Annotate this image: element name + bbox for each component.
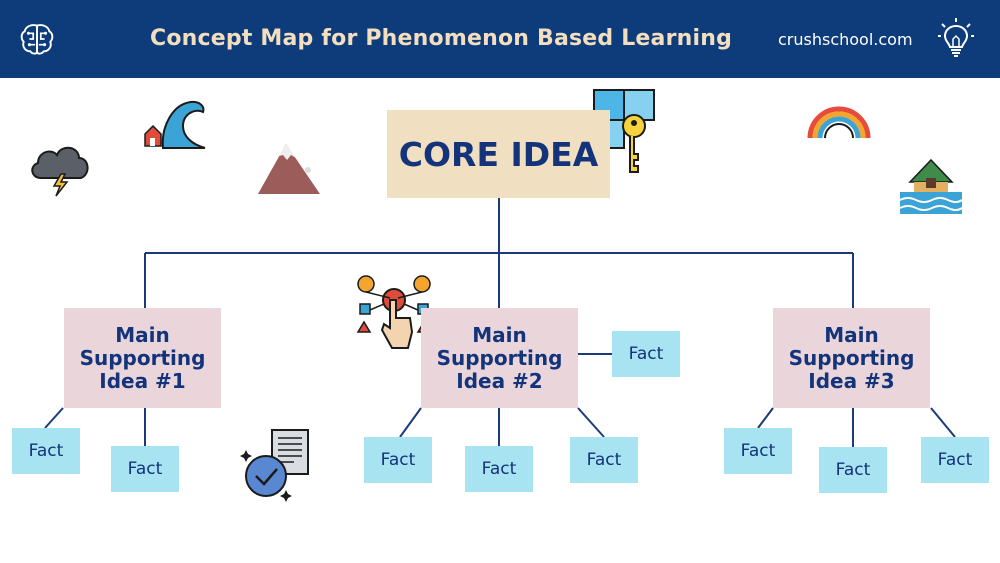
main-idea-3-label: Main Supporting Idea #3 <box>788 322 915 393</box>
main-idea-1-label: Main Supporting Idea #1 <box>79 322 206 393</box>
lightbulb-icon <box>938 18 974 57</box>
page-title: Concept Map for Phenomenon Based Learnin… <box>150 26 733 51</box>
fact-label: Fact <box>28 441 64 461</box>
fact-box: Fact <box>819 447 887 493</box>
main-idea-2-label: Main Supporting Idea #2 <box>436 322 563 393</box>
mountain-icon <box>258 144 320 194</box>
document-checkmark-icon <box>240 429 309 502</box>
fact-label: Fact <box>481 459 517 479</box>
fact-box: Fact <box>12 428 80 474</box>
fact-label: Fact <box>380 450 416 470</box>
main-idea-1-box: Main Supporting Idea #1 <box>64 308 221 408</box>
fact-box: Fact <box>570 437 638 483</box>
connector-idea3-fact3 <box>930 407 956 438</box>
fact-box: Fact <box>921 437 989 483</box>
tsunami-wave-icon <box>144 100 206 149</box>
connector-idea3-fact1 <box>757 407 774 429</box>
fact-label: Fact <box>127 459 163 479</box>
fact-label: Fact <box>740 441 776 461</box>
rainbow-icon <box>807 106 871 139</box>
fact-label: Fact <box>586 450 622 470</box>
main-idea-3-box: Main Supporting Idea #3 <box>773 308 930 408</box>
fact-box: Fact <box>724 428 792 474</box>
site-name[interactable]: crushschool.com <box>778 30 913 49</box>
header-bar: Concept Map for Phenomenon Based Learnin… <box>0 0 1000 78</box>
fact-box: Fact <box>612 331 680 377</box>
fact-label: Fact <box>835 460 871 480</box>
brain-icon <box>20 24 54 55</box>
storm-cloud-icon <box>31 146 89 197</box>
core-idea-label: CORE IDEA <box>398 134 599 174</box>
touch-network-icon <box>356 275 432 349</box>
connector-idea2-fact1 <box>399 407 422 438</box>
fact-label: Fact <box>937 450 973 470</box>
main-idea-2-box: Main Supporting Idea #2 <box>421 308 578 408</box>
fact-box: Fact <box>111 446 179 492</box>
core-idea-box: CORE IDEA <box>387 110 610 198</box>
fact-box: Fact <box>364 437 432 483</box>
connector-idea2-fact3 <box>577 407 605 438</box>
fact-label: Fact <box>628 344 664 364</box>
flooded-house-icon <box>899 158 963 214</box>
connector-idea1-fact1 <box>44 407 64 429</box>
fact-box: Fact <box>465 446 533 492</box>
